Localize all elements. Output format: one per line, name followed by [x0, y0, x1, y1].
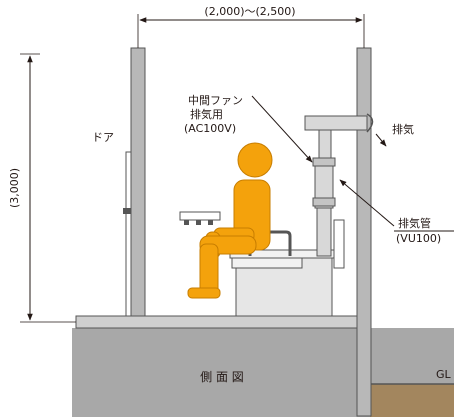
exhaust-pipe-upper	[318, 127, 332, 161]
door-handle	[123, 208, 131, 214]
paper-holder-support-right	[208, 220, 213, 225]
height-dimension-label: (3,000)	[8, 168, 21, 208]
floor-slab	[75, 315, 371, 329]
fan-label-line2: 排気用	[190, 107, 223, 121]
exhaust-outlet-curve	[366, 113, 374, 133]
gl-label: GL	[436, 368, 452, 381]
person-head	[237, 142, 273, 178]
pipe-label-line1: 排気管	[398, 216, 431, 230]
exhaust-duct-horizontal	[304, 115, 368, 131]
fan-label-line1: 中間ファン	[188, 94, 243, 107]
paper-holder-support-mid	[196, 220, 201, 225]
toilet-rim	[231, 257, 303, 269]
pipe-label-line2: (VU100)	[396, 232, 441, 245]
fan-joint-top	[312, 157, 336, 167]
ground-band-right	[372, 328, 454, 388]
seated-person-figure	[187, 142, 273, 299]
soil-layer	[370, 384, 454, 417]
paper-holder	[179, 211, 221, 221]
exhaust-arrow	[375, 133, 387, 147]
fan-leader-line	[251, 95, 313, 163]
view-caption: 側 面 図	[200, 370, 244, 384]
pipe-leader-line	[339, 179, 395, 227]
ground-band	[72, 328, 372, 417]
left-wall	[130, 47, 146, 317]
width-dimension-label: (2,000)～(2,500)	[204, 5, 295, 18]
fan-label-line3: (AC100V)	[184, 122, 236, 135]
person-foot	[187, 287, 221, 299]
paper-holder-support-left	[184, 220, 189, 225]
exhaust-label: 排気	[392, 122, 414, 136]
right-wall	[356, 47, 372, 417]
exhaust-pipe-lower	[316, 205, 332, 257]
door-panel	[125, 151, 132, 317]
person-shin	[199, 243, 219, 295]
door-label: ドア	[92, 131, 114, 144]
fan-joint-bottom	[312, 197, 336, 207]
back-panel	[333, 219, 345, 269]
